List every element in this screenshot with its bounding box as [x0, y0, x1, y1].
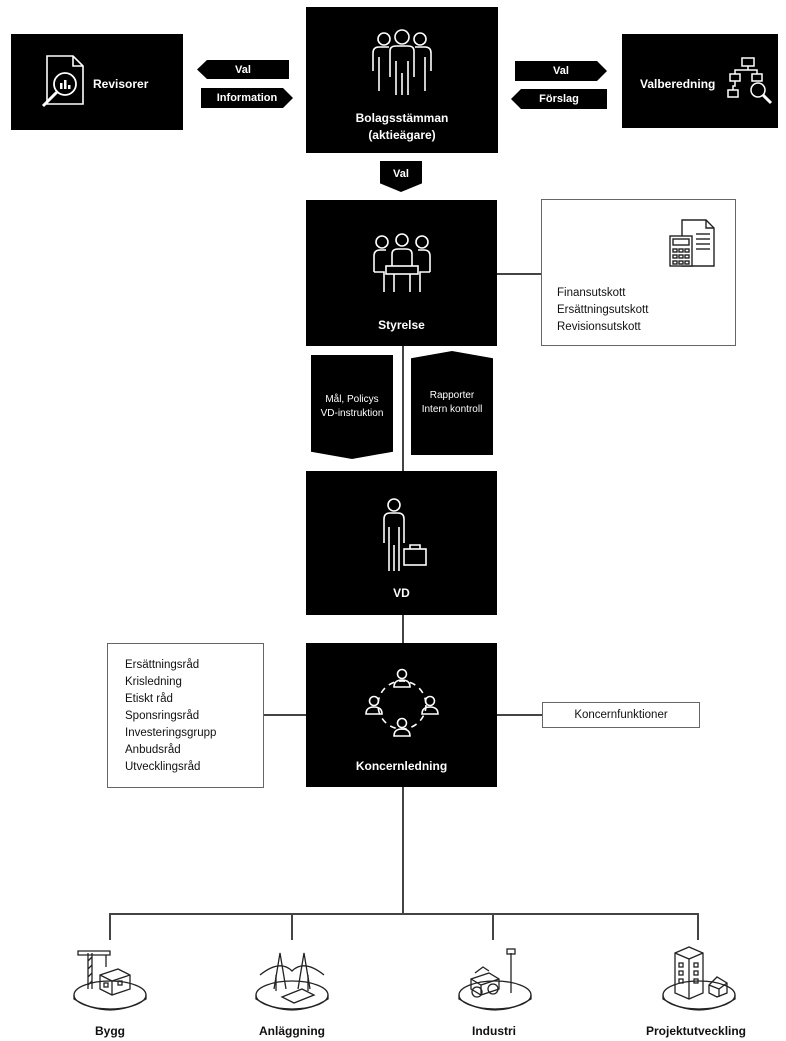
- koncernfunktioner-label: Koncernfunktioner: [574, 708, 668, 721]
- businessperson-briefcase-icon: [383, 498, 427, 571]
- reports-line-2: Intern kontroll: [421, 404, 483, 415]
- revisor-val-arrow: Val: [197, 60, 289, 79]
- council-item: Anbudsråd: [125, 744, 181, 756]
- bolagsstamman-box: Bolagsstämman (aktieägare): [306, 7, 498, 153]
- valberedning-val-label: Val: [553, 65, 569, 77]
- revisor-information-label: Information: [216, 92, 278, 104]
- koncernledning-box: Koncernledning: [306, 643, 497, 787]
- anlaggning-infrastructure-icon: [255, 952, 329, 1011]
- industri-machinery-icon: [458, 948, 532, 1011]
- koncernfunktioner-box: Koncernfunktioner: [542, 702, 700, 728]
- valberedning-box: Valberedning: [622, 34, 778, 128]
- councils-box: Ersättningsråd Krisledning Etiskt råd Sp…: [107, 643, 264, 788]
- committees-box: Finansutskott Ersättningsutskott Revisio…: [541, 199, 736, 346]
- council-item: Utvecklingsråd: [125, 761, 201, 773]
- bolagsstamman-label-1: Bolagsstämman: [355, 111, 449, 125]
- bolagsstamman-label-2: (aktieägare): [368, 128, 436, 142]
- reports-line-1: Rapporter: [429, 390, 475, 401]
- business-unit-projektutveckling: Projektutveckling: [645, 1024, 747, 1038]
- valberedning-forslag-arrow: Förslag: [511, 89, 607, 109]
- connector-bygg: [109, 913, 111, 940]
- connector-projektutveckling: [697, 913, 699, 940]
- directives-line-2: VD-instruktion: [320, 408, 384, 419]
- business-unit-anlaggning: Anläggning: [259, 1024, 325, 1038]
- vd-label: VD: [393, 586, 410, 600]
- board-meeting-icon: [373, 233, 431, 292]
- connector-anlaggning: [291, 913, 293, 940]
- connector-councils: [263, 714, 307, 716]
- connector-koncern-down: [402, 787, 404, 914]
- directives-line-1: Mål, Policys: [325, 394, 379, 405]
- projektutveckling-building-icon: [662, 946, 736, 1011]
- connector-industri: [492, 913, 494, 940]
- connector-business-bar: [109, 913, 698, 915]
- committees-list: Finansutskott Ersättningsutskott Revisio…: [557, 285, 648, 336]
- valberedning-forslag-label: Förslag: [539, 93, 579, 105]
- business-unit-industri: Industri: [472, 1024, 516, 1038]
- styrelse-box: Styrelse: [306, 200, 497, 346]
- council-item: Investeringsgrupp: [125, 727, 217, 739]
- styrelse-val-label: Val: [393, 167, 409, 180]
- revisorer-label: Revisorer: [93, 77, 149, 91]
- revisor-val-label: Val: [235, 63, 251, 76]
- councils-list: Ersättningsråd Krisledning Etiskt råd Sp…: [125, 657, 216, 776]
- shareholders-group-icon: [372, 29, 432, 95]
- revisor-information-arrow: Information: [201, 88, 293, 108]
- valberedning-val-arrow: Val: [515, 61, 607, 81]
- audit-report-icon: [41, 55, 84, 108]
- connector-styrelse-committees: [497, 273, 541, 275]
- committee-item: Ersättningsutskott: [557, 304, 649, 316]
- revisorer-box: Revisorer: [11, 34, 183, 130]
- vd-box: VD: [306, 471, 497, 615]
- council-item: Sponsringsråd: [125, 710, 200, 722]
- connector-styrelse-vd: [402, 346, 404, 471]
- connector-koncernfunktioner: [497, 714, 542, 716]
- connector-vd-koncern: [402, 614, 404, 644]
- directives-flag: Mål, Policys VD-instruktion: [311, 355, 393, 459]
- council-item: Krisledning: [125, 676, 182, 688]
- bygg-construction-icon: [73, 950, 147, 1011]
- valberedning-label: Valberedning: [640, 77, 716, 91]
- committee-item: Revisionsutskott: [557, 321, 641, 333]
- business-unit-bygg: Bygg: [95, 1024, 125, 1038]
- committee-item: Finansutskott: [557, 287, 626, 299]
- reports-flag: Rapporter Intern kontroll: [411, 351, 493, 455]
- styrelse-label: Styrelse: [378, 318, 425, 332]
- finance-document-calculator-icon: [669, 219, 715, 267]
- styrelse-val-arrow: Val: [380, 161, 422, 192]
- org-chart-search-icon: [727, 57, 773, 105]
- council-item: Etiskt råd: [125, 693, 173, 705]
- koncernledning-label: Koncernledning: [355, 759, 448, 773]
- council-item: Ersättningsråd: [125, 659, 200, 671]
- team-circle-icon: [365, 668, 439, 737]
